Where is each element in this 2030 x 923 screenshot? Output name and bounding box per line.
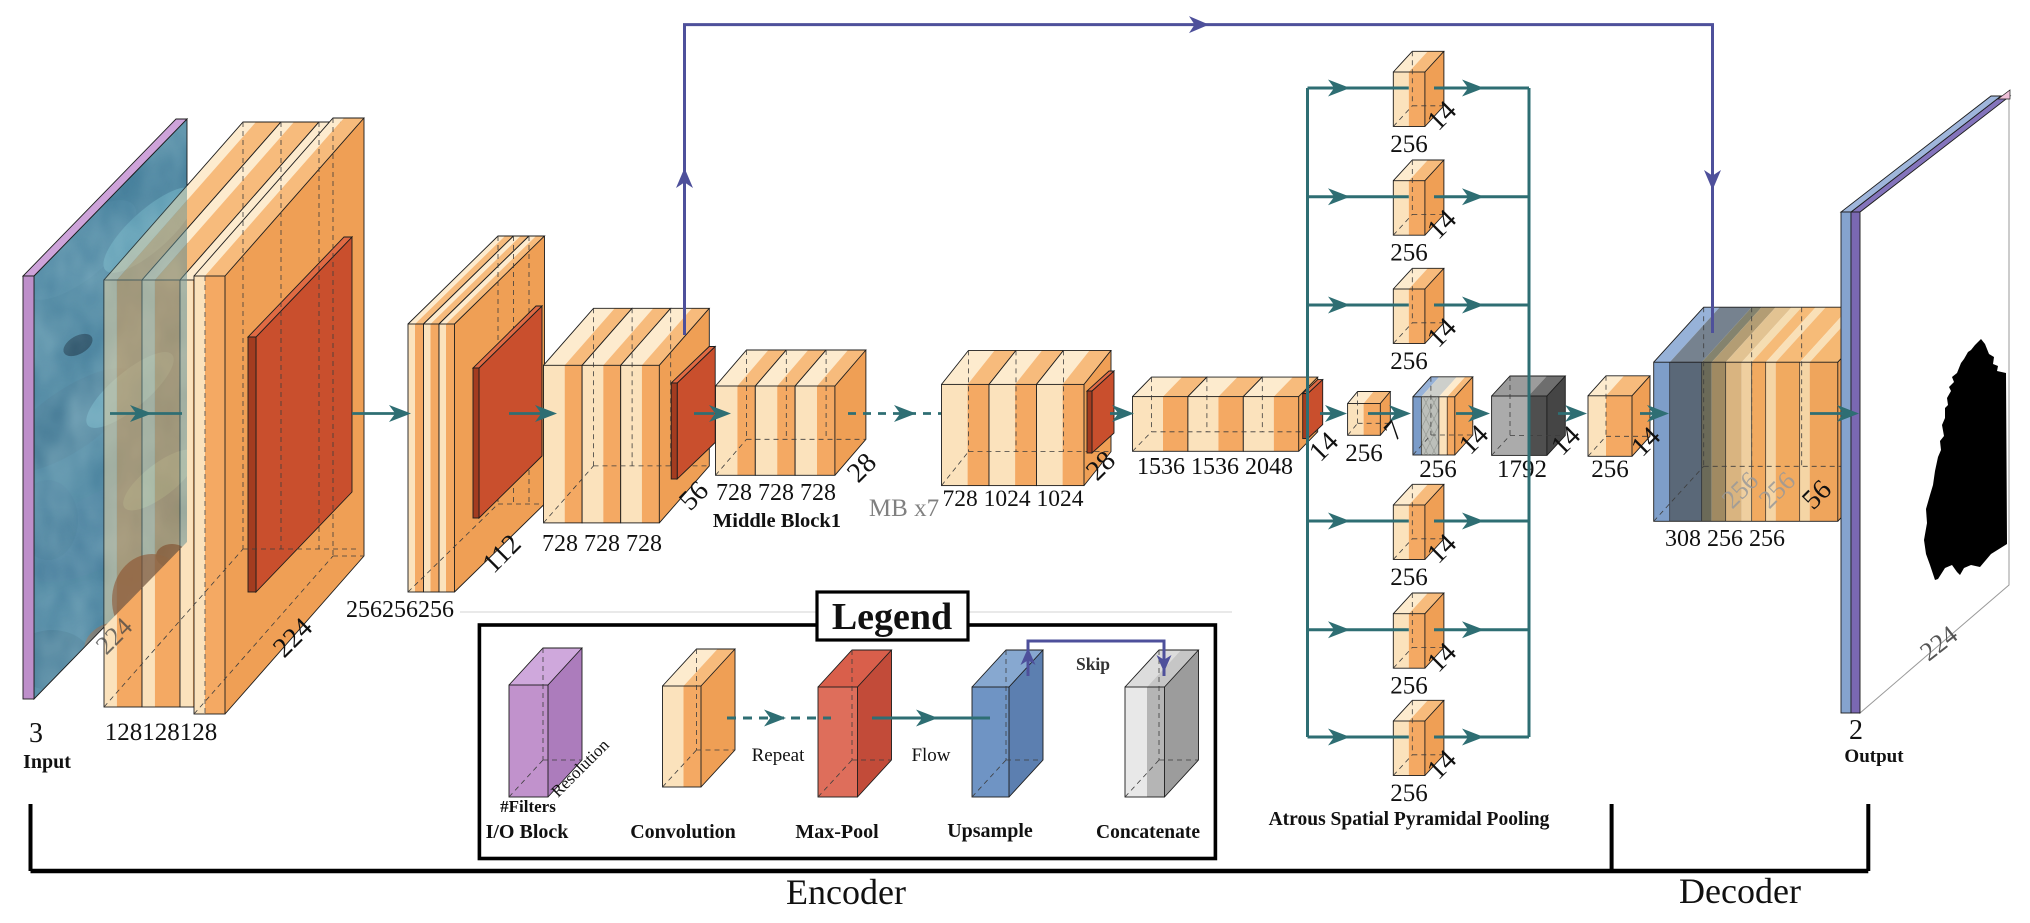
svg-text:256256256: 256256256	[346, 597, 454, 623]
svg-text:Legend: Legend	[832, 596, 952, 638]
svg-text:256: 256	[1390, 131, 1428, 158]
svg-text:256: 256	[1419, 456, 1457, 483]
svg-text:728 728 728: 728 728 728	[716, 480, 836, 506]
svg-text:Flow: Flow	[911, 745, 950, 766]
svg-text:3: 3	[29, 718, 43, 749]
svg-text:Decoder: Decoder	[1679, 871, 1801, 911]
svg-text:Concatenate: Concatenate	[1096, 822, 1200, 843]
svg-text:Output: Output	[1844, 746, 1904, 767]
svg-text:Encoder: Encoder	[786, 872, 906, 912]
svg-text:256: 256	[1591, 456, 1629, 483]
svg-text:256: 256	[1390, 348, 1428, 375]
svg-text:128128128: 128128128	[105, 719, 218, 746]
svg-text:Atrous Spatial Pyramidal Pooli: Atrous Spatial Pyramidal Pooling	[1269, 809, 1550, 830]
svg-text:MB x7: MB x7	[869, 495, 939, 522]
svg-text:Upsample: Upsample	[947, 820, 1033, 842]
svg-text:Repeat: Repeat	[752, 745, 805, 766]
svg-text:1536 1536 2048: 1536 1536 2048	[1137, 454, 1293, 480]
svg-text:728 728 728: 728 728 728	[542, 531, 662, 557]
svg-text:Convolution: Convolution	[630, 821, 736, 843]
svg-text:Max-Pool: Max-Pool	[795, 821, 879, 843]
svg-text:256: 256	[1390, 780, 1428, 807]
svg-text:256: 256	[1390, 673, 1428, 700]
svg-text:Middle Block1: Middle Block1	[713, 510, 841, 532]
svg-text:I/O Block: I/O Block	[486, 821, 570, 843]
svg-text:Input: Input	[23, 751, 71, 773]
svg-text:256: 256	[1390, 564, 1428, 591]
svg-text:#Filters: #Filters	[500, 797, 556, 816]
svg-text:308 256 256: 308 256 256	[1665, 526, 1785, 552]
svg-text:256: 256	[1390, 240, 1428, 267]
svg-text:1792: 1792	[1497, 456, 1547, 483]
svg-text:728 1024 1024: 728 1024 1024	[943, 486, 1084, 512]
svg-text:2: 2	[1849, 715, 1863, 746]
svg-text:256: 256	[1345, 440, 1383, 467]
svg-text:Skip: Skip	[1076, 654, 1110, 674]
